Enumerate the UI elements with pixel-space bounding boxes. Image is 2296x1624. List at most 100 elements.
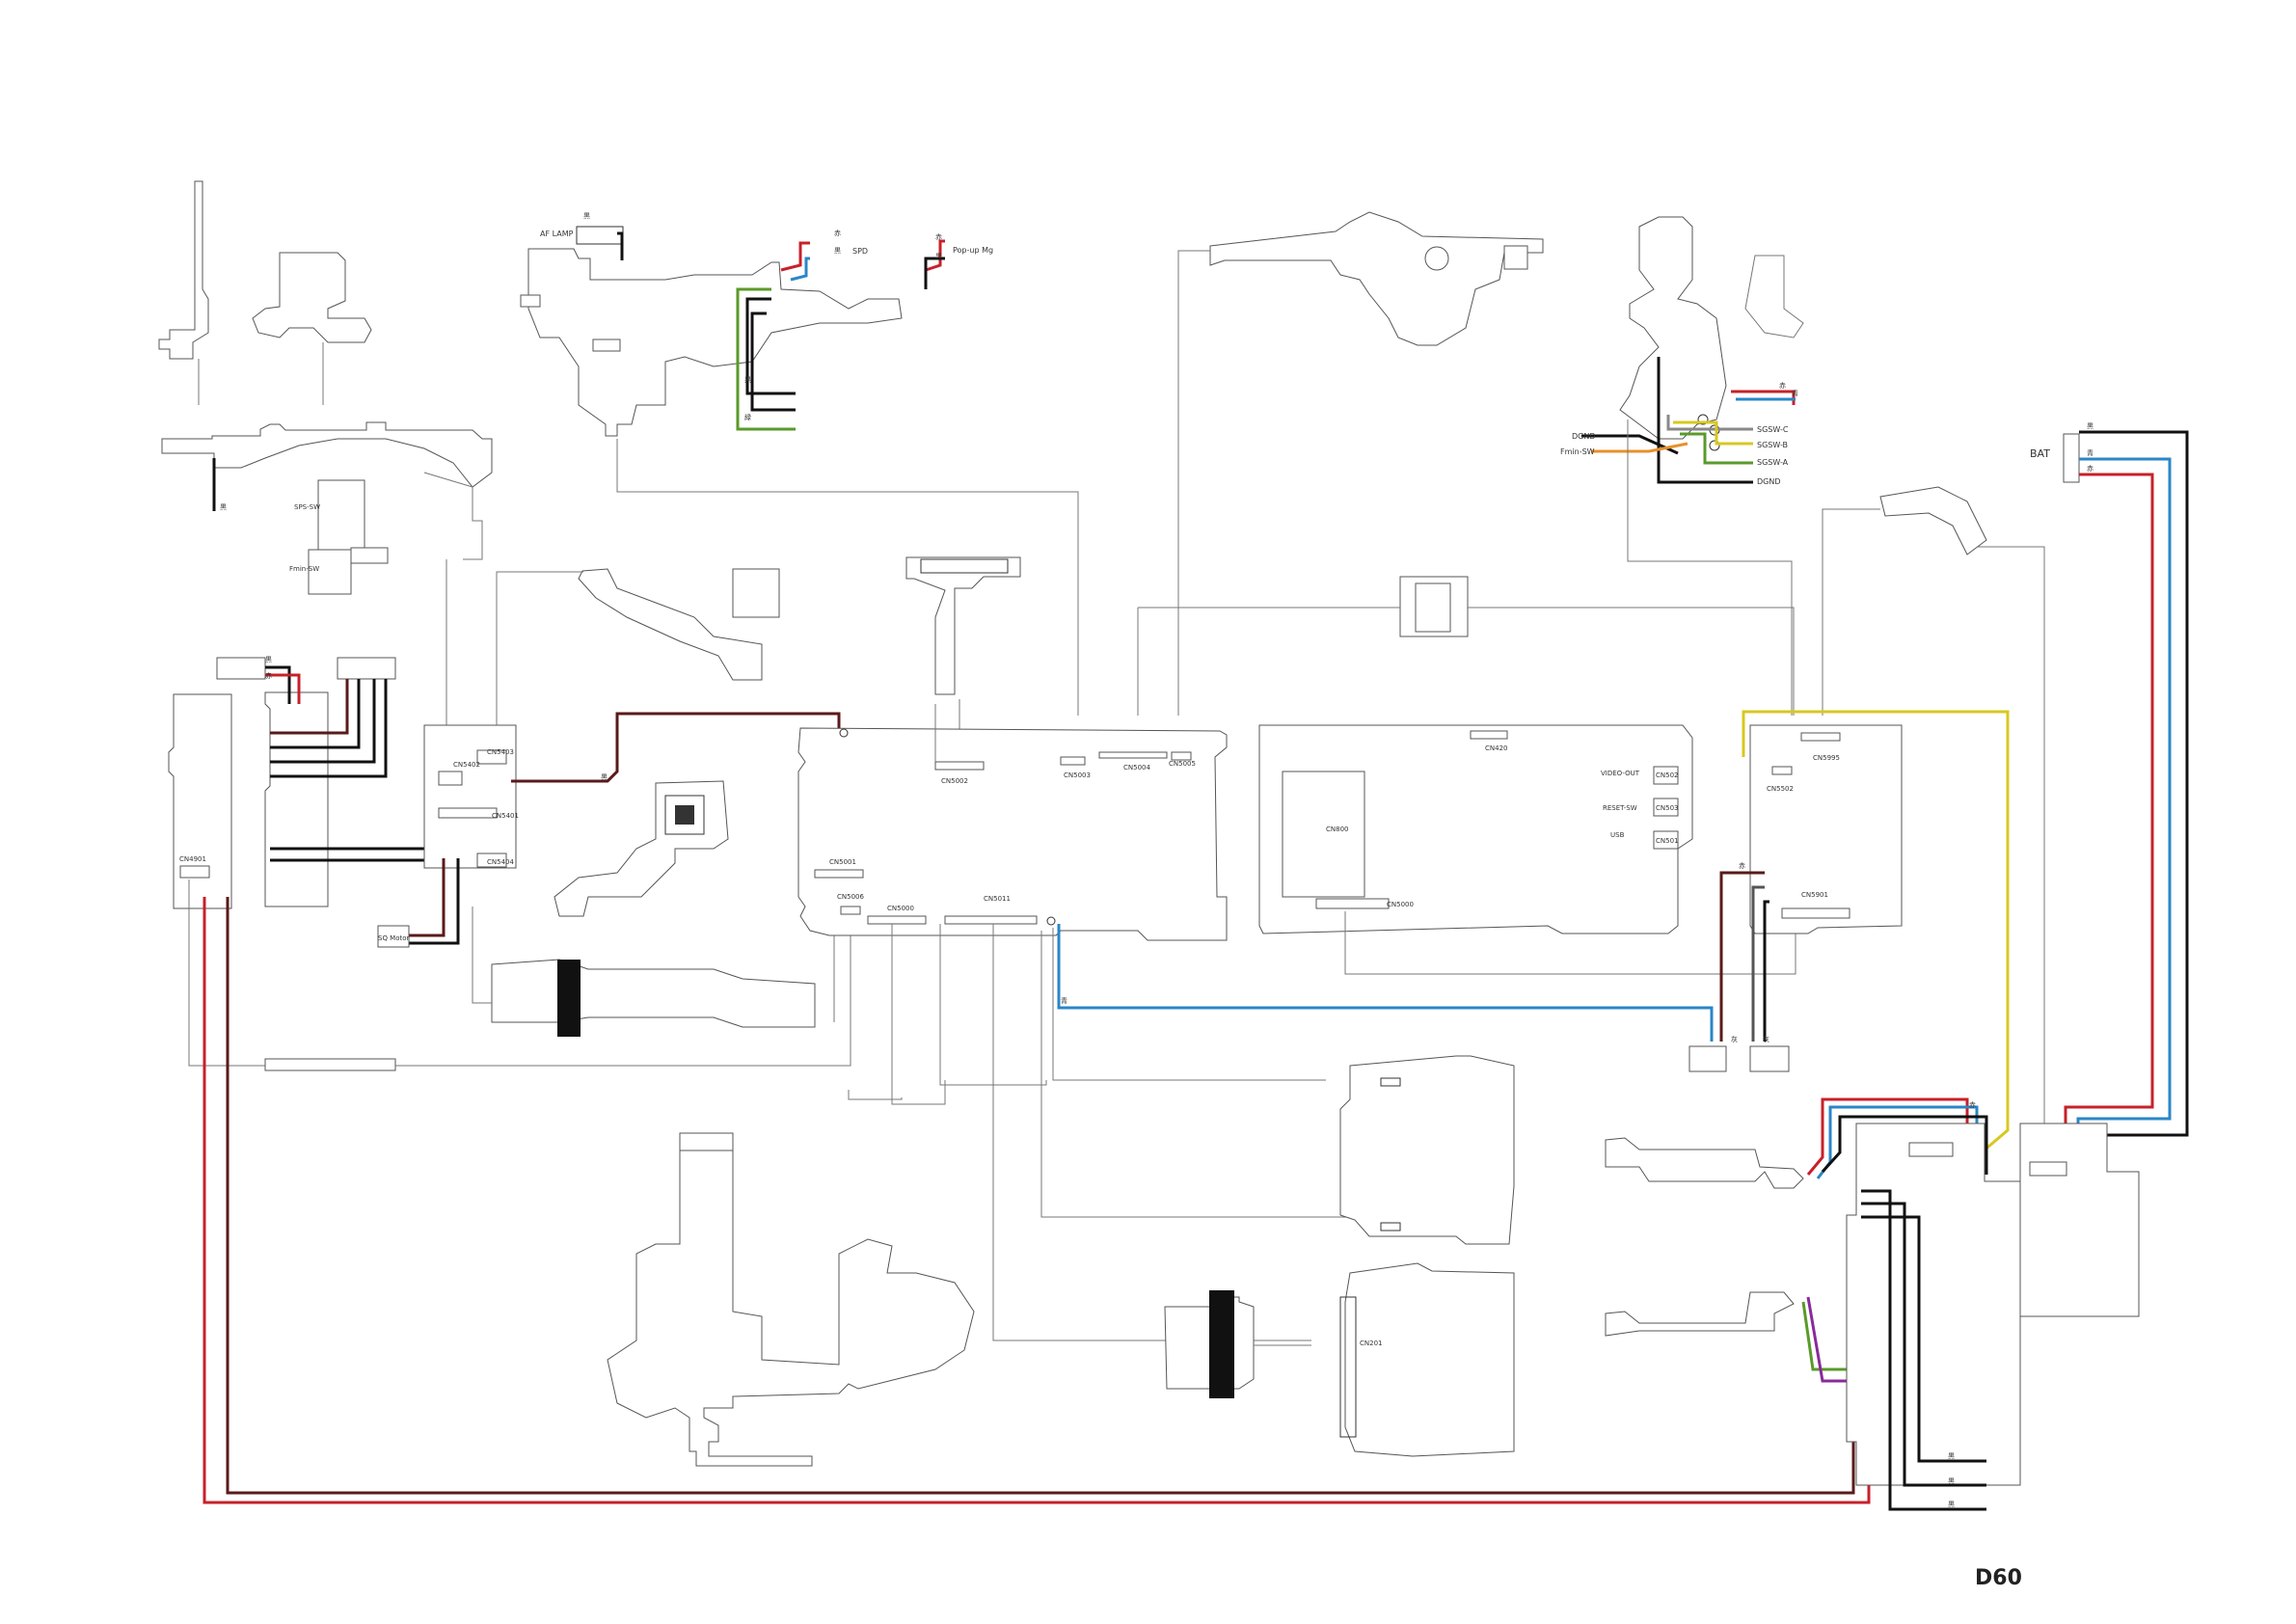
wire-red xyxy=(265,673,301,704)
label-box xyxy=(1688,1045,1727,1072)
cn5002-label: CN5002 xyxy=(941,777,968,785)
wire-black xyxy=(1657,357,1753,484)
route-line xyxy=(472,907,492,1004)
rubber-spacer xyxy=(1399,576,1469,637)
bottom-right-flex-2 xyxy=(1605,1291,1795,1337)
wire-red xyxy=(1806,1097,1969,1176)
bottom-right-board xyxy=(1846,1123,2021,1486)
af-lamp-label: AF LAMP xyxy=(540,230,574,238)
bat-label: BAT xyxy=(2030,447,2050,460)
connector-box xyxy=(576,226,624,245)
label-fmin: Fmin-SW xyxy=(289,565,319,573)
sgsw-a-label: SGSW-A xyxy=(1757,458,1789,467)
route-line xyxy=(1052,928,1326,1081)
route-line xyxy=(496,571,583,733)
wire-black xyxy=(750,311,796,412)
card-board: CN420 CN800 CN5000 VIDEO-OUT CN502 RESET… xyxy=(1258,724,1693,934)
long-flex xyxy=(491,959,816,1037)
lower-flex xyxy=(607,1132,975,1467)
wire-red xyxy=(203,897,1880,1504)
svg-text:黒: 黒 xyxy=(265,656,272,663)
svg-text:黒: 黒 xyxy=(601,773,608,781)
main-board: CN5002 CN5003 CN5004 CN5005 CN5001 CN500… xyxy=(797,727,1228,941)
route-line xyxy=(616,439,1079,716)
wire-blue xyxy=(2076,457,2172,1130)
top-left-board xyxy=(252,252,372,343)
left-board-a: CN4901 xyxy=(168,693,232,909)
wire-red xyxy=(2064,473,2154,1130)
left-board-b xyxy=(216,657,396,907)
black-band-flex xyxy=(1164,1290,1255,1398)
wire-black xyxy=(270,679,388,778)
svg-text:赤: 赤 xyxy=(265,672,272,680)
wire-black xyxy=(1763,900,1769,1042)
svg-text:赤: 赤 xyxy=(834,230,841,237)
small-strip xyxy=(264,1058,396,1071)
cn502-label: CN502 xyxy=(1656,771,1679,779)
battery-board xyxy=(2019,1123,2140,1317)
right-board: CN5995 CN5502 CN5901 xyxy=(1749,724,1903,934)
wire-black xyxy=(1861,1215,1986,1463)
top-right-board xyxy=(1619,216,1804,451)
cn5006-label: CN5006 xyxy=(837,893,864,901)
wire-black xyxy=(1861,1202,1986,1487)
route-line xyxy=(848,1090,903,1100)
wire-green xyxy=(736,287,796,431)
svg-text:赤: 赤 xyxy=(935,233,942,241)
fmin-sw-label: Fmin-SW xyxy=(1560,447,1595,456)
route-line xyxy=(188,880,265,1067)
svg-text:黒: 黒 xyxy=(935,253,942,260)
route-line xyxy=(1344,911,1796,975)
wire-black xyxy=(270,679,361,749)
route-line xyxy=(1040,931,1389,1218)
wire-orange xyxy=(1591,442,1688,453)
wire-brown xyxy=(270,679,349,735)
dgnd-label: DGND xyxy=(1572,432,1596,441)
label-black: 黒 xyxy=(220,503,227,511)
wire-grey xyxy=(1751,885,1765,1042)
bat-terminal xyxy=(2063,433,2080,483)
video-out-label: VIDEO-OUT xyxy=(1601,770,1640,777)
svg-text:黒: 黒 xyxy=(2087,422,2093,430)
route-line xyxy=(1627,420,1793,716)
svg-text:赤: 赤 xyxy=(1969,1101,1976,1109)
wire-black xyxy=(270,679,376,764)
elbow-flex xyxy=(1879,486,1987,555)
cn5000b-label: CN5000 xyxy=(1387,901,1414,908)
cn503-label: CN503 xyxy=(1656,804,1679,812)
cn5005-label: CN5005 xyxy=(1169,760,1196,768)
sgsw-c-label: SGSW-C xyxy=(1757,425,1789,434)
af-lamp-board xyxy=(520,248,903,437)
svg-text:灰: 灰 xyxy=(1763,1035,1769,1043)
route-line xyxy=(891,924,946,1105)
label-green: 緑 xyxy=(744,413,751,421)
route-line xyxy=(1977,546,2045,1133)
bottom-right-flex-1 xyxy=(1605,1137,1804,1189)
cn5901-label: CN5901 xyxy=(1801,891,1828,899)
route-line xyxy=(1822,508,1880,716)
wire-black xyxy=(265,665,291,704)
cn501-label: CN501 xyxy=(1656,837,1679,845)
cn5000-label: CN5000 xyxy=(887,905,914,912)
switch-board: SPS-SW Fmin-SW xyxy=(289,479,389,595)
route-line xyxy=(1468,607,1795,716)
cn5001-label: CN5001 xyxy=(829,858,856,866)
svg-text:赤: 赤 xyxy=(2087,465,2093,473)
wire-brown xyxy=(381,858,446,937)
svg-text:黒: 黒 xyxy=(1948,1501,1955,1508)
sq-motor-box xyxy=(377,925,410,948)
svg-text:赤: 赤 xyxy=(1739,862,1745,870)
reset-sw-label: RESET-SW xyxy=(1603,804,1637,812)
wire-brown xyxy=(1719,871,1765,1042)
cn5401-label: CN5401 xyxy=(492,812,519,820)
label-sw: SPS-SW xyxy=(294,503,320,511)
top-middle-board xyxy=(1209,211,1544,346)
cn5502-label: CN5502 xyxy=(1767,785,1794,793)
wire-blue xyxy=(790,257,810,282)
cn5402-label: CN5402 xyxy=(453,761,480,769)
cn5004-label: CN5004 xyxy=(1123,764,1150,771)
svg-text:赤: 赤 xyxy=(1779,382,1786,390)
wire-red xyxy=(780,241,810,272)
label-box xyxy=(1749,1045,1790,1072)
